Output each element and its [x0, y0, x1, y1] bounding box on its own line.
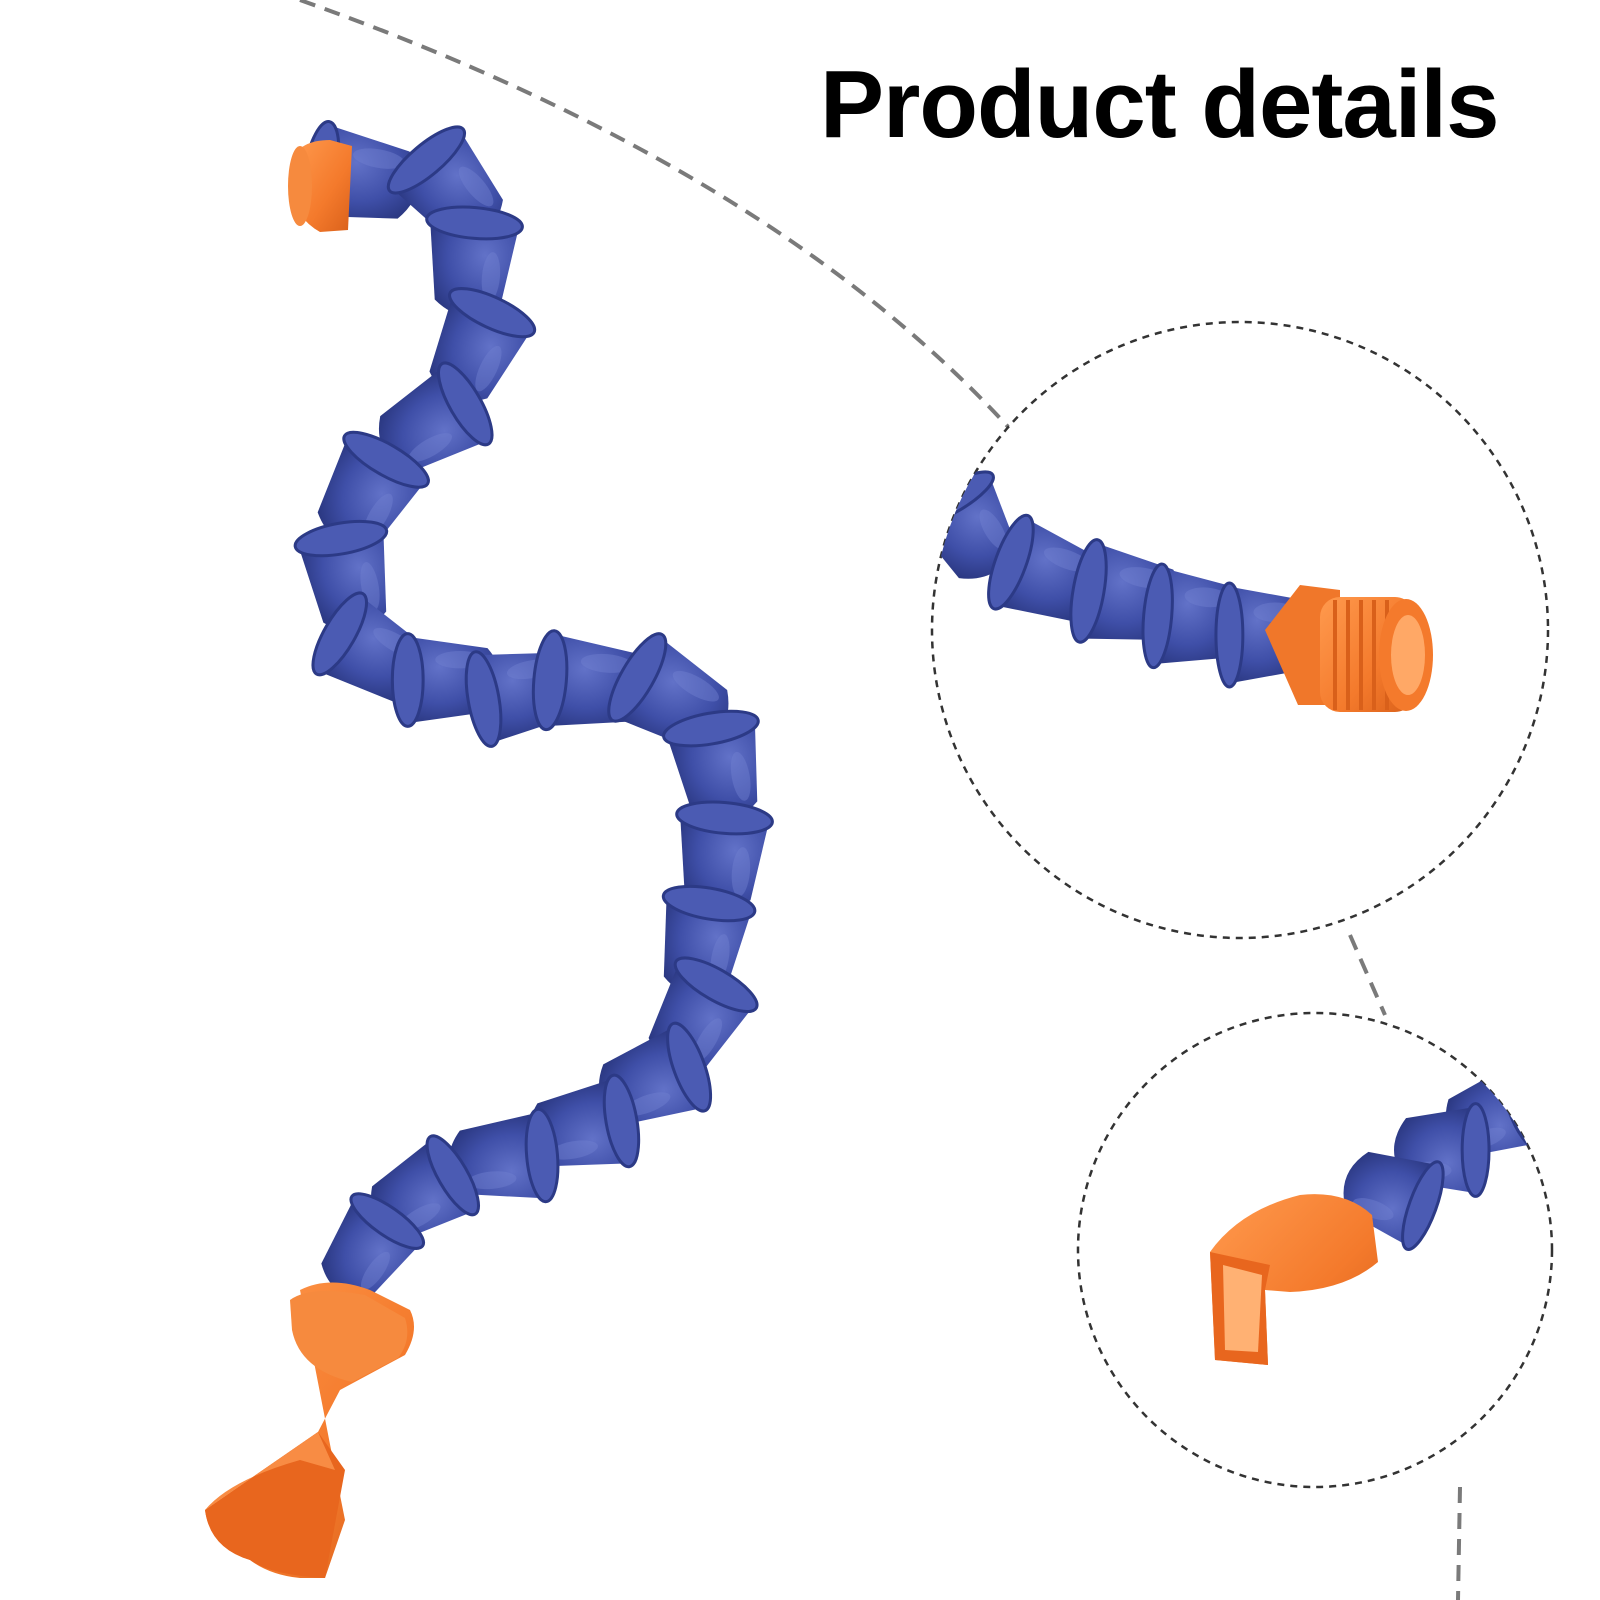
page-title: Product details — [820, 51, 1499, 158]
detail-circle-nozzle — [1076, 1011, 1554, 1489]
hose-segment — [317, 430, 430, 547]
hose-segment — [662, 709, 760, 822]
hose-segment — [675, 800, 774, 912]
hose-segment — [321, 1192, 426, 1298]
flat-nozzle — [205, 1282, 414, 1578]
connector-dashed-line-1 — [1348, 934, 1387, 1016]
coolant-hose — [293, 120, 774, 1298]
hose-segment — [379, 361, 494, 472]
threaded-connector-icon — [1265, 585, 1433, 712]
background-dashed-arc — [299, 0, 1022, 442]
detail-circle-connector — [930, 320, 1550, 940]
connector-dashed-line-2 — [1456, 1486, 1462, 1600]
flat-nozzle-icon — [1210, 1194, 1378, 1365]
hose-segment — [448, 1107, 560, 1204]
top-nozzle-tip — [288, 140, 352, 232]
